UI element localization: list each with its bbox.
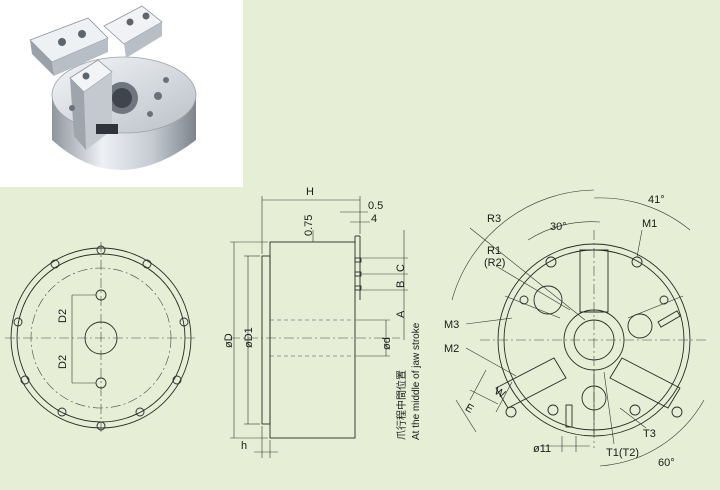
body-outline (269, 241, 356, 439)
label-angle-30: 30° (550, 221, 567, 233)
label-small-h: h (241, 440, 247, 452)
bolt-holes (13, 245, 189, 431)
t-bolt-left (565, 404, 573, 428)
label-r3: R3 (487, 213, 501, 225)
note-english: At the middle of jaw stroke (411, 322, 422, 440)
label-dia-11: ø11 (533, 443, 551, 455)
label-a: A (395, 310, 407, 318)
chuck-photo-illustration (29, 5, 197, 170)
label-0-75: 0.75 (303, 215, 315, 236)
label-d2-bottom: D2 (57, 355, 69, 369)
label-r1: R1 (487, 245, 501, 257)
front-view-right: R3 R1 (R2) 30° 41° M1 M3 M2 W E ø11 T1(T… (444, 189, 708, 469)
label-small-d: ød (381, 337, 393, 350)
label-4: 4 (371, 213, 377, 225)
label-h-dim: H (306, 186, 314, 198)
face-holes (505, 256, 683, 418)
jaw-slots (495, 249, 681, 409)
label-r2: (R2) (484, 257, 505, 269)
label-m1: M1 (642, 218, 657, 230)
r3-arc (451, 189, 595, 301)
label-d2-top: D2 (57, 309, 69, 323)
label-od1: øD1 (243, 327, 255, 348)
label-t1-t2: T1(T2) (606, 447, 639, 459)
label-angle-60: 60° (658, 457, 675, 469)
front-view-left: D2 D2 (5, 242, 197, 434)
label-b: B (395, 281, 407, 288)
side-view-middle: H 0.5 4 0.75 C B A øD øD1 ød (223, 186, 422, 458)
label-w: W (492, 385, 508, 401)
jaw-slot-lower-left (495, 357, 567, 409)
product-photo (0, 0, 243, 187)
label-c: C (395, 264, 407, 272)
flange-step (261, 255, 271, 425)
label-0-5: 0.5 (368, 200, 383, 212)
label-m2: M2 (444, 343, 459, 355)
note-chinese: 爪行程中間位置 (395, 370, 408, 440)
label-angle-41: 41° (648, 194, 665, 206)
label-t3: T3 (643, 428, 656, 440)
label-od: øD (223, 333, 235, 348)
t-bolt-right (657, 310, 681, 328)
label-e: E (463, 402, 475, 416)
label-m3: M3 (444, 319, 459, 331)
